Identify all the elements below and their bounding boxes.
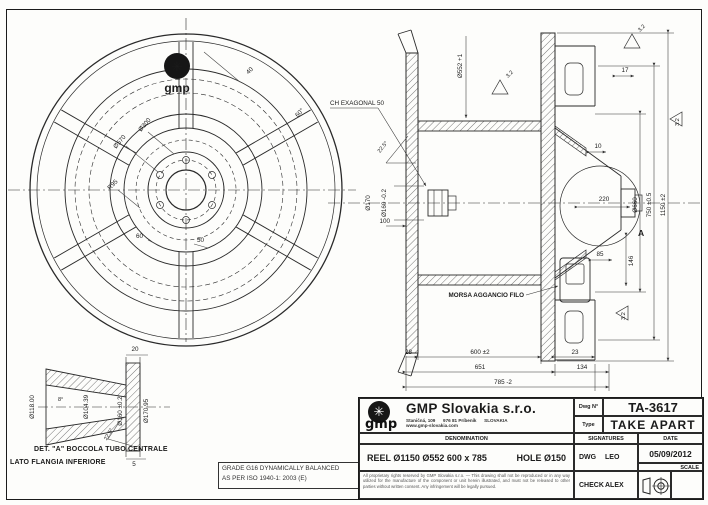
sv-dia-552: Ø552 +1: [457, 53, 464, 78]
scale-label-cell: SCALE: [638, 463, 703, 471]
balance-note: GRADE G16 DYNAMICALLY BALANCED AS PER IS…: [218, 462, 365, 489]
title-block: ✳ gmp GMP Slovakia s.r.o. Staničná, 109 …: [358, 397, 704, 500]
sv-hex-label: CH EXAGONAL 50: [330, 100, 385, 107]
date-value-cell: 05/09/2012: [638, 444, 703, 463]
sv-dim-785: 785 -2: [494, 379, 512, 386]
spokes: [54, 42, 318, 338]
gmp-stamp-star-icon: ✳: [172, 59, 183, 74]
drawing-frame: [6, 9, 702, 500]
check-label: CHECK: [579, 481, 604, 489]
sv-dim-220: 220: [599, 196, 610, 203]
sv-dim-17: 17: [621, 67, 629, 74]
dwg-signature-cell: DWG LEO: [574, 444, 638, 471]
sv-finish-1: 3.2: [505, 70, 515, 80]
sv-morsa-label: MORSA AGGANCIO FILO: [449, 292, 525, 299]
gmp-stamp: ✳ gmp: [164, 53, 190, 95]
type-label: Type: [574, 416, 603, 433]
dwg-label: DWG: [579, 454, 597, 461]
projection-symbol-cell: [638, 471, 671, 499]
sv-dia-160: Ø160 -0.2: [381, 189, 388, 218]
dv-dia-104: Ø104.39: [83, 394, 90, 419]
dwg-no-label: Dwg N°: [574, 398, 603, 416]
sv-dim-750: 750 ±0.5: [646, 192, 653, 217]
dv-dia-118: Ø118.00: [29, 395, 36, 419]
projection-symbol-icon: [642, 477, 670, 495]
dwg-no-value: TA-3617: [603, 398, 703, 416]
company-website: www.gmp-slovakia.com: [406, 422, 458, 428]
gmp-logo-word: gmp: [365, 417, 398, 432]
scale-value-cell: [671, 471, 703, 499]
sv-dim-600: 600 ±2: [470, 349, 490, 356]
gmp-logo-star-icon: ✳: [373, 404, 385, 419]
finish-symbols: [491, 33, 683, 321]
denomination-left: REEL Ø1150 Ø552 600 x 785: [367, 452, 487, 463]
section-view: CH EXAGONAL 50 22.5° Ø552 +1 3.2 3.2 3.2…: [328, 24, 703, 391]
front-view: ✳ gmp 40 60° Ø570 Ø300 R95 60 50: [8, 18, 356, 347]
dv-angle-225: 22.5°: [103, 427, 115, 441]
balance-note-line2: AS PER ISO 1940-1: 2003 (E): [222, 474, 307, 482]
gmp-stamp-word: gmp: [164, 81, 189, 95]
sv-dia-660: Ø660: [632, 197, 639, 213]
dv-dia-160: Ø160 ±0.2: [117, 396, 124, 426]
sv-dim-146: 146: [628, 255, 635, 266]
denomination-label: DENOMINATION: [359, 433, 574, 444]
company-address: Staničná, 109 976 81 Príbeník SLOVAKIA: [406, 417, 508, 423]
sv-dim-28: 28: [405, 349, 413, 356]
sv-dim-651: 651: [475, 364, 486, 371]
sv-finish-3: 3.2: [621, 312, 627, 320]
company-name: GMP Slovakia s.r.o.: [406, 401, 537, 416]
dv-angle-8: 8°: [58, 397, 63, 403]
denomination-right: HOLE Ø150: [516, 452, 566, 463]
disclaimer-cell: All proprietary rights reserved by GMP S…: [359, 471, 574, 499]
fv-radius-r95: R95: [106, 178, 119, 191]
sv-detail-marker-a: A: [638, 228, 644, 238]
denomination-cell: REEL Ø1150 Ø552 600 x 785 HOLE Ø150: [359, 444, 574, 471]
check-signature-cell: CHECK ALEX: [574, 471, 638, 499]
detail-view-a: 20 5 Ø118.00 Ø104.39 Ø160 ±0.2 Ø170.95 2…: [29, 346, 170, 468]
sv-dim-134: 134: [577, 364, 588, 371]
sv-dim-100: 100: [379, 218, 390, 225]
fv-angle-60: 60°: [293, 106, 306, 119]
dv-dim-20: 20: [131, 346, 139, 353]
fv-dim-40: 40: [245, 66, 255, 76]
date-label: DATE: [638, 433, 703, 444]
fv-dim-50: 50: [197, 237, 205, 244]
company-cell: ✳ gmp GMP Slovakia s.r.o. Staničná, 109 …: [359, 398, 574, 433]
detail-title-line1: DET. "A" BOCCOLA TUBO CENTRALE: [34, 446, 168, 453]
disclaimer-text: All proprietary rights reserved by GMP S…: [363, 473, 570, 489]
dv-dia-170: Ø170.95: [143, 398, 150, 423]
sv-dia-170: Ø170: [365, 195, 372, 211]
check-name: ALEX: [605, 481, 624, 489]
gmp-logo-icon: ✳: [368, 401, 390, 423]
detail-title-line2: LATO FLANGIA INFERIORE: [10, 459, 106, 466]
dv-dim-5: 5: [132, 461, 136, 468]
type-value: TAKE APART: [603, 416, 703, 433]
fv-dia-570: Ø570: [112, 134, 128, 151]
sv-dim-1150: 1150 ±2: [660, 193, 667, 216]
sv-dim-23: 23: [571, 349, 579, 356]
hub-bolt-holes: [156, 156, 216, 224]
fv-dim-60: 60: [136, 233, 144, 240]
sv-dim-10: 10: [594, 143, 602, 150]
sv-finish-4: 3.2: [675, 118, 681, 126]
signatures-label: SIGNATURES: [574, 433, 638, 444]
scale-label: SCALE: [680, 465, 699, 471]
balance-note-line1: GRADE G16 DYNAMICALLY BALANCED: [222, 465, 340, 472]
sv-dim-85: 85: [596, 251, 604, 258]
sv-finish-2: 3.2: [637, 24, 647, 34]
sv-angle-225: 22.5°: [377, 140, 390, 154]
fv-dia-300: Ø300: [137, 117, 153, 134]
dwg-name: LEO: [605, 454, 620, 461]
